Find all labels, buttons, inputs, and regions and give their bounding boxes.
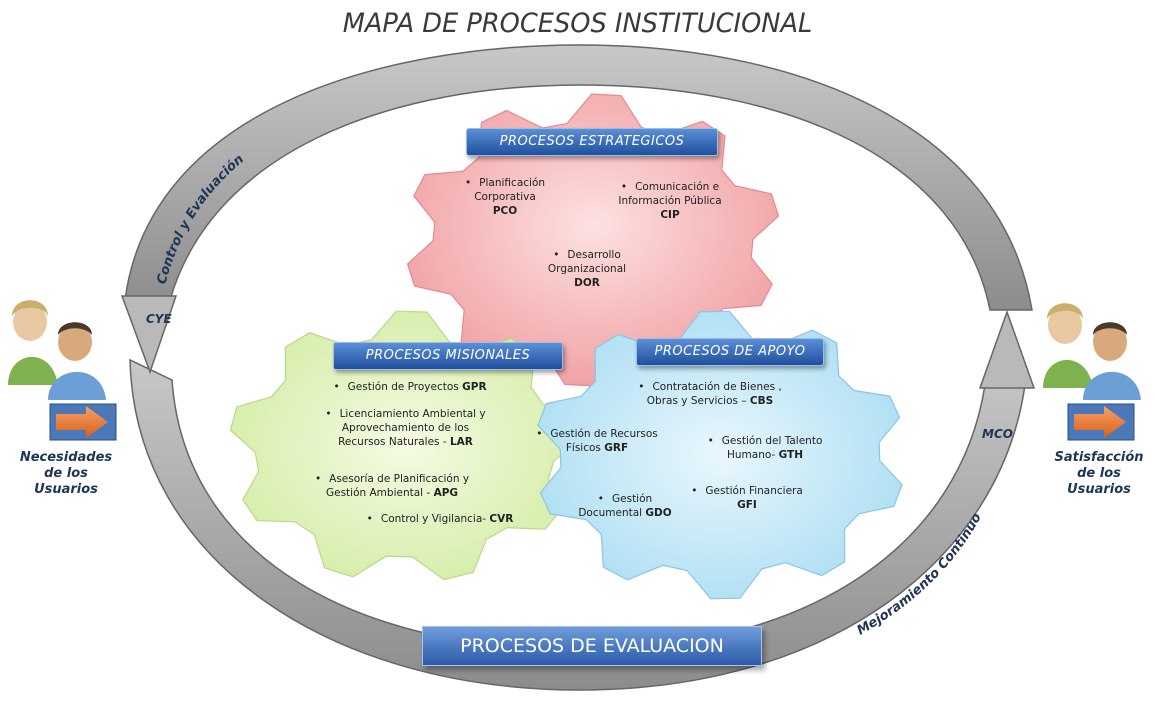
left-label-line: de los [44,466,88,481]
process-code: DOR [574,277,600,289]
process-code: GTH [778,449,803,461]
users-right-icon [1043,303,1141,400]
item-text: Gestión de Proyectos [347,381,459,393]
process-code: GDO [645,507,672,519]
item-text: Aprovechamiento de los [341,422,470,434]
strategic-item-pco: Planificación Corporativa PCO [440,176,570,218]
output-arrow-icon [1067,403,1135,441]
left-user-needs-label: Necesidades de los Usuarios [10,450,122,498]
item-text: Humano- [726,449,776,461]
left-label-line: Usuarios [34,482,98,497]
evaluation-processes-banner: PROCESOS DE EVALUACION [422,626,762,666]
process-code: LAR [449,436,473,448]
item-text: Gestión de Recursos [550,428,658,440]
cye-code-label: CYE [146,312,172,326]
item-text: Planificación [479,177,546,189]
support-item-gfi: Gestión Financiera GFI [672,484,822,512]
process-code: CVR [489,513,514,525]
missional-item-apg: Asesoría de Planificación y Gestión Ambi… [292,472,492,500]
support-item-gth: Gestión del Talento Humano- GTH [700,434,830,462]
outer-cycle-ring [120,44,1036,691]
support-processes-banner: PROCESOS DE APOYO [636,338,824,366]
item-text: Comunicación e [635,181,720,193]
missional-processes-banner: PROCESOS MISIONALES [333,342,563,370]
mco-code-label: MCO [982,427,1013,441]
page-title: MAPA DE PROCESOS INSTITUCIONAL [342,8,813,39]
item-text: Información Pública [618,195,722,207]
process-code: CIP [660,209,680,221]
item-text: Organizacional [547,263,627,275]
gear-blue-shape [537,310,903,600]
item-text: Recursos Naturales - [338,436,447,448]
item-text: Gestión Financiera [705,485,803,497]
process-code: CBS [749,395,774,407]
support-item-cbs: Contratación de Bienes , Obras y Servici… [610,380,810,408]
strategic-processes-banner: PROCESOS ESTRATEGICOS [466,128,718,156]
strategic-item-cip: Comunicación e Información Pública CIP [590,180,750,222]
item-text: Asesoría de Planificación y [329,473,470,485]
missional-item-gpr: Gestión de Proyectos GPR [310,380,510,394]
strategic-item-dor: Desarrollo Organizacional DOR [522,248,652,290]
process-code: GPR [462,381,487,393]
process-code: GRF [604,442,629,454]
left-label-line: Necesidades [19,450,113,465]
item-text: Obras y Servicios – [646,395,747,407]
process-code: PCO [492,205,518,217]
process-code: APG [433,487,459,499]
support-item-grf: Gestión de Recursos Físicos GRF [532,427,662,455]
support-gear [537,310,903,600]
missional-item-cvr: Control y Vigilancia- CVR [340,512,540,526]
right-label-line: de los [1077,466,1121,481]
missional-item-lar: Licenciamiento Ambiental y Aprovechamien… [298,407,513,449]
users-left-icon [8,300,106,400]
item-text: Licenciamiento Ambiental y [339,408,486,420]
process-code: GFI [737,499,757,511]
right-label-line: Usuarios [1067,482,1131,497]
item-text: Desarrollo [567,249,621,261]
item-text: Control y Vigilancia- [380,513,487,525]
item-text: Gestión del Talento [721,435,823,447]
item-text: Contratación de Bienes , [652,381,782,393]
item-text: Físicos [565,442,601,454]
right-user-satisfaction-label: Satisfacción de los Usuarios [1043,450,1155,498]
item-text: Corporativa [474,191,536,203]
item-text: Documental [578,507,643,519]
support-item-gdo: Gestión Documental GDO [570,492,680,520]
item-text: Gestión [612,493,653,505]
input-arrow-icon [49,403,117,441]
right-label-line: Satisfacción [1054,450,1144,465]
item-text: Gestión Ambiental - [325,487,431,499]
